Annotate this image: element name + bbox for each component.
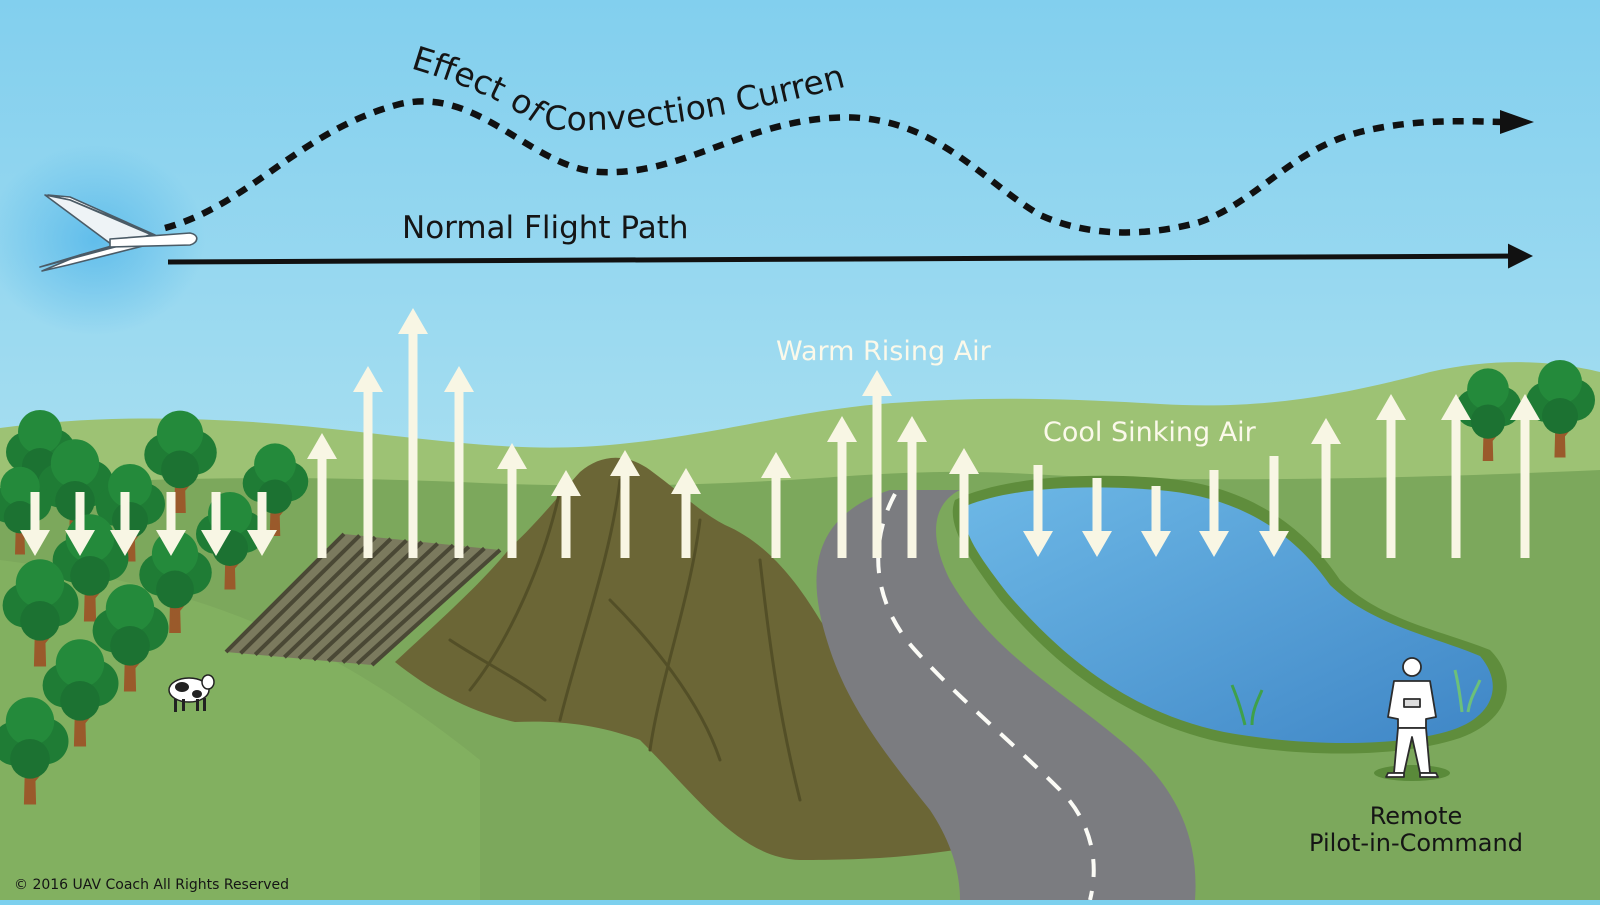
sinking-air-arrow-icon	[110, 492, 140, 556]
convection-arrowhead	[1500, 110, 1534, 134]
convection-flight-path	[164, 98, 1511, 236]
fixed-wing-drone-icon	[39, 194, 198, 272]
sinking-air-arrow-icon	[156, 492, 186, 556]
orchard-trees	[0, 360, 1595, 805]
warm-rising-air-label: Warm Rising Air	[776, 336, 992, 367]
tree-icon	[2, 559, 79, 667]
sinking-air-arrow-icon	[20, 492, 50, 556]
tree-icon	[0, 466, 52, 555]
rising-air-arrow-icon	[610, 450, 640, 558]
rising-air-arrow-icon	[827, 416, 857, 558]
rising-air-arrow-icon	[353, 366, 383, 558]
crop-field	[224, 532, 502, 667]
pilot-label-line2: Pilot-in-Command	[1309, 829, 1523, 857]
sinking-air-arrow-icon	[1023, 465, 1053, 557]
sinking-air-arrow-icon	[247, 492, 277, 556]
rising-air-arrow-icon	[761, 452, 791, 558]
tree-icon	[144, 410, 217, 513]
normal-flight-path-label: Normal Flight Path	[402, 210, 689, 246]
sinking-air-arrow-icon	[1199, 470, 1229, 557]
copyright-text: © 2016 UAV Coach All Rights Reserved	[14, 877, 289, 893]
tree-icon	[1455, 368, 1522, 462]
rising-air-arrow-icon	[551, 470, 581, 558]
cool-sinking-air-label: Cool Sinking Air	[1043, 417, 1257, 448]
tree-icon	[92, 584, 169, 692]
rising-air-arrow-icon	[444, 366, 474, 558]
rising-air-arrow-icon	[949, 448, 979, 558]
air-arrows	[20, 308, 1540, 558]
sinking-air-arrow-icon	[1082, 478, 1112, 557]
rising-air-arrow-icon	[398, 308, 428, 558]
tree-icon	[0, 697, 69, 805]
tree-icon	[42, 639, 119, 747]
rising-air-arrow-icon	[1311, 418, 1341, 558]
mountain	[395, 457, 983, 860]
rising-air-arrow-icon	[1376, 394, 1406, 558]
cow-icon	[168, 674, 215, 712]
tree-icon	[1526, 360, 1595, 458]
rising-air-arrow-icon	[862, 370, 892, 558]
rising-air-arrow-icon	[307, 433, 337, 558]
rising-air-arrow-icon	[897, 416, 927, 558]
pilot-figure-icon	[1374, 657, 1450, 781]
sinking-air-arrow-icon	[1259, 456, 1289, 557]
drone-glow	[0, 145, 205, 335]
pilot-label-line1: Remote	[1370, 802, 1463, 830]
sinking-air-arrow-icon	[65, 492, 95, 556]
sinking-air-arrow-icon	[201, 492, 231, 556]
normal-flight-path-line	[167, 243, 1533, 269]
rising-air-arrow-icon	[1510, 394, 1540, 558]
rising-air-arrow-icon	[1441, 394, 1471, 558]
sinking-air-arrow-icon	[1141, 486, 1171, 557]
road	[816, 490, 1196, 901]
rising-air-arrow-icon	[497, 443, 527, 558]
rising-air-arrow-icon	[671, 468, 701, 558]
